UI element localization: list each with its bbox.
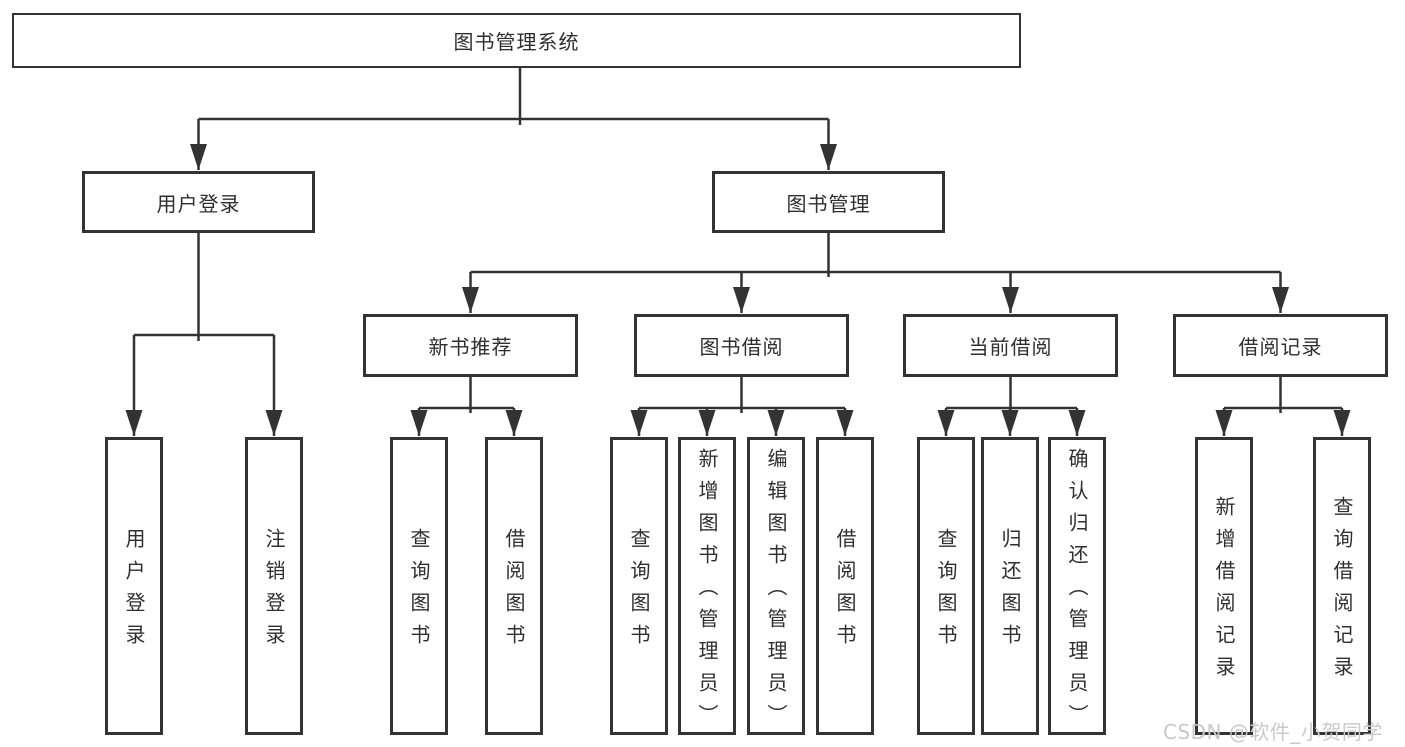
leaf-borrow-books-1-label: 借阅图书 [502,528,526,656]
leaf-add-borrow-record: 新增借阅记录 [1195,437,1253,735]
leaf-edit-book-admin: 编辑图书（管理员） [747,437,805,736]
leaf-borrow-books-1: 借阅图书 [485,437,543,735]
node-book-management: 图书管理 [712,171,945,233]
leaf-query-books-2-label: 查询图书 [627,528,651,656]
node-book-borrow: 图书借阅 [634,314,849,377]
leaf-query-borrow-record-label: 查询借阅记录 [1330,496,1354,688]
leaf-user-login-label: 用户登录 [122,528,146,656]
leaf-return-book: 归还图书 [981,437,1039,735]
node-root-label: 图书管理系统 [453,30,580,54]
leaf-query-books-1-label: 查询图书 [407,528,431,656]
node-borrow-records-label: 借阅记录 [1238,335,1323,359]
leaf-logout-label: 注销登录 [262,528,286,656]
node-root: 图书管理系统 [12,13,1021,68]
leaf-query-books-2: 查询图书 [610,437,668,735]
leaf-query-books-3-label: 查询图书 [934,528,958,656]
node-user-login: 用户登录 [82,171,315,233]
leaf-confirm-return-admin: 确认归还（管理员） [1048,437,1106,736]
leaf-edit-book-admin-label: 编辑图书（管理员） [764,448,788,736]
node-book-borrow-label: 图书借阅 [699,335,784,359]
node-new-book-recommend: 新书推荐 [363,314,578,377]
leaf-query-books-3: 查询图书 [917,437,975,735]
leaf-confirm-return-admin-label: 确认归还（管理员） [1065,448,1089,736]
leaf-logout: 注销登录 [245,437,303,735]
leaf-user-login: 用户登录 [105,437,163,735]
node-borrow-records: 借阅记录 [1173,314,1388,377]
leaf-query-borrow-record: 查询借阅记录 [1313,437,1371,735]
node-new-book-recommend-label: 新书推荐 [428,335,513,359]
node-current-borrow-label: 当前借阅 [968,335,1053,359]
leaf-borrow-books-2: 借阅图书 [816,437,874,735]
leaf-add-book-admin-label: 新增图书（管理员） [695,448,719,736]
leaf-add-book-admin: 新增图书（管理员） [678,437,736,736]
leaf-query-books-1: 查询图书 [390,437,448,735]
leaf-return-book-label: 归还图书 [998,528,1022,656]
node-book-management-label: 图书管理 [786,191,871,216]
node-current-borrow: 当前借阅 [903,314,1118,377]
node-user-login-label: 用户登录 [156,191,241,216]
leaf-borrow-books-2-label: 借阅图书 [833,528,857,656]
leaf-add-borrow-record-label: 新增借阅记录 [1212,496,1236,688]
watermark: CSDN @软件_小贺同学 [1163,720,1383,744]
